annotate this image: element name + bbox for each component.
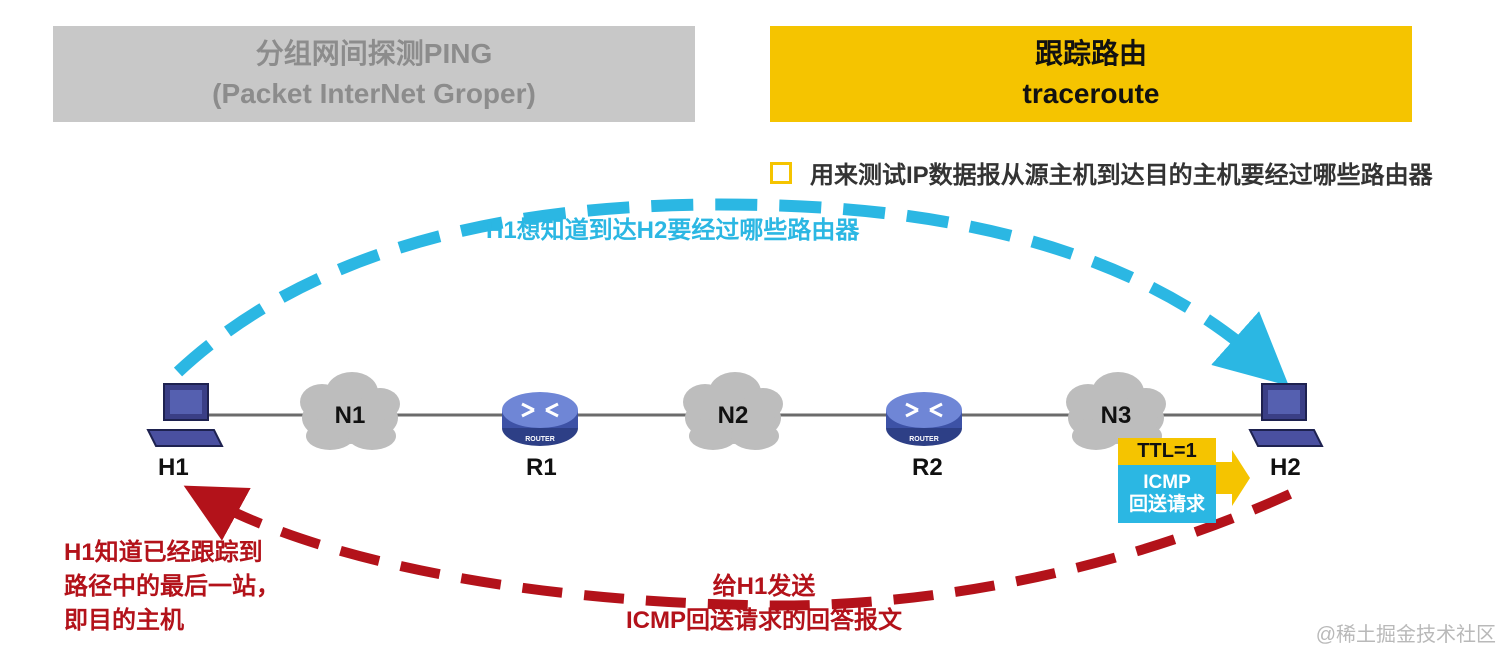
red-bottom-line1: 给H1发送 <box>712 573 816 600</box>
cloud-n1-icon <box>300 372 400 450</box>
red-left-line1: H1知道已经跟踪到 <box>64 539 263 566</box>
cloud-n3-label: N3 <box>1100 402 1132 429</box>
router-r2-caption: ROUTER <box>909 436 939 443</box>
cloud-n2-icon <box>683 372 783 450</box>
ping-subtitle: (Packet InterNet Groper) <box>212 78 536 109</box>
router-r1-caption: ROUTER <box>525 436 555 443</box>
watermark: @稀土掘金技术社区 <box>1315 624 1496 646</box>
red-dashed-arrow <box>183 485 1293 611</box>
router-r2-label: R2 <box>912 454 943 481</box>
red-left-line2: 路径中的最后一站， <box>64 573 280 600</box>
computer-h2-icon <box>1248 383 1324 447</box>
ttl-label: TTL=1 <box>1118 438 1216 465</box>
traceroute-title: 跟踪路由 <box>1034 38 1147 69</box>
cloud-n2-label: N2 <box>717 402 749 429</box>
tab-ping[interactable]: 分组网间探测PING (Packet InterNet Groper) <box>53 26 695 122</box>
bullet-text: 用来测试IP数据报从源主机到达目的主机要经过哪些路由器 <box>810 162 1433 189</box>
red-bottom-caption: 给H1发送 ICMP回送请求的回答报文 <box>614 570 914 638</box>
ping-title: 分组网间探测PING <box>255 38 493 69</box>
packet-arrow-icon <box>1216 450 1250 506</box>
red-bottom-line2: ICMP回送请求的回答报文 <box>626 607 902 634</box>
red-left-caption: H1知道已经跟踪到 路径中的最后一站， 即目的主机 <box>64 536 280 638</box>
icmp-packet: ICMP 回送请求 <box>1118 465 1216 523</box>
router-r1-icon <box>502 392 578 446</box>
host-h2-label: H2 <box>1270 454 1301 481</box>
blue-caption: H1想知道到达H2要经过哪些路由器 <box>486 217 860 244</box>
bullet-square-icon <box>770 161 792 184</box>
red-left-line3: 即目的主机 <box>64 607 184 634</box>
router-r2-icon <box>886 392 962 446</box>
cloud-n3-icon <box>1066 372 1166 450</box>
computer-h1-icon <box>146 383 224 447</box>
host-h1-label: H1 <box>158 454 189 481</box>
tab-traceroute[interactable]: 跟踪路由 traceroute <box>770 26 1412 122</box>
icmp-line1: ICMP <box>1143 472 1191 493</box>
icmp-line2: 回送请求 <box>1128 494 1205 515</box>
bullet-point: 用来测试IP数据报从源主机到达目的主机要经过哪些路由器 <box>770 155 1433 190</box>
router-r1-label: R1 <box>526 454 557 481</box>
cloud-n1-label: N1 <box>334 402 366 429</box>
traceroute-subtitle: traceroute <box>1022 78 1160 109</box>
